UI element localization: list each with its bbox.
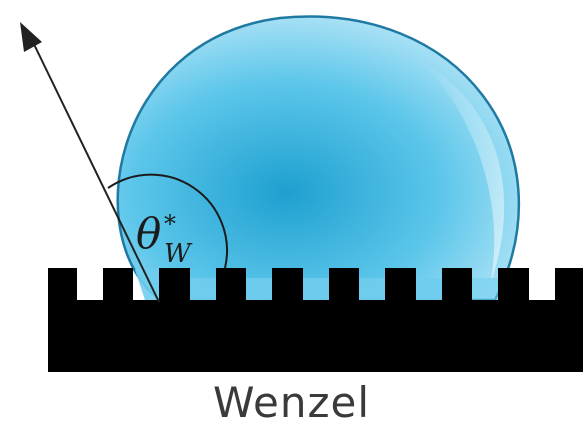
theta-symbol: θ — [136, 209, 161, 258]
diagram-caption: Wenzel — [0, 378, 583, 427]
theta-subscript: W — [164, 239, 193, 269]
rough-surface — [48, 268, 583, 372]
theta-superscript: * — [164, 210, 176, 238]
